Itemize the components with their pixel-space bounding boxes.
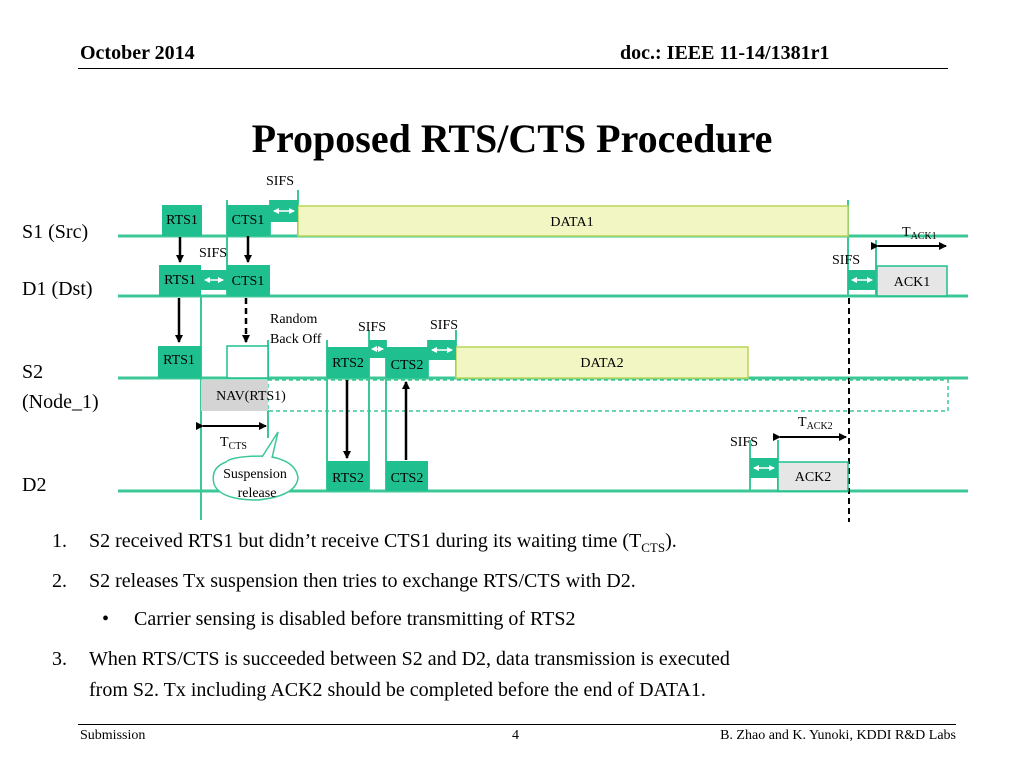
list-item-2-number: 2. [52,570,67,592]
s2-rts1-label: RTS1 [163,353,195,368]
data1-frame [297,205,849,237]
footer-submission: Submission [80,728,146,743]
node-label-s2-sub: (Node_1) [22,391,99,413]
sifs-label-s1: SIFS [266,174,294,189]
list-item-2-text: S2 releases Tx suspension then tries to … [89,570,636,592]
ack2-label: ACK2 [795,470,832,485]
node-label-d1: D1 (Dst) [22,278,93,300]
list-item-3-text-line1: When RTS/CTS is succeeded between S2 and… [89,648,730,670]
d1-cts1-frame [227,265,270,296]
sifs-label-rts2: SIFS [358,320,386,335]
suspension-release-callout-tail [261,431,279,459]
ack2-frame [777,461,849,492]
t-cts-label: TCTS [220,435,247,452]
node-label-s2: S2 [22,361,44,383]
s2-rts2-label: RTS2 [332,356,364,371]
sifs-label-ack1: SIFS [832,253,860,268]
footer-authors: B. Zhao and K. Yunoki, KDDI R&D Labs [720,728,956,743]
node-label-s1: S1 (Src) [22,221,89,243]
footer-page-number: 4 [512,728,519,743]
s2-missed-cts1-frame [226,345,269,379]
random-backoff-label-1: Random [270,312,318,327]
data1-label: DATA1 [550,215,593,230]
s1-rts1-frame [162,205,202,236]
list-item-1-number: 1. [52,530,67,552]
s1-rts1-label: RTS1 [166,213,198,228]
header-rule [78,68,948,69]
sifs-label-ack2: SIFS [730,435,758,450]
t-ack1-label: TACK1 [902,225,937,242]
node-label-d2: D2 [22,474,47,496]
s2-cts2-frame [386,347,428,378]
data2-frame [455,346,749,379]
random-backoff-label-2: Back Off [270,332,322,347]
s2-rts2-frame [327,347,369,378]
suspension-release-callout [212,455,299,501]
header-doc-id: doc.: IEEE 11-14/1381r1 [620,42,830,64]
d2-cts2-frame [386,461,428,491]
slide-title: Proposed RTS/CTS Procedure [251,116,773,161]
nav-label: NAV(RTS1) [216,389,286,404]
d2-rts2-label: RTS2 [332,471,364,486]
suspension-label-2: release [238,486,277,501]
d1-cts1-label: CTS1 [232,274,265,289]
d1-rts1-frame [159,265,201,296]
data2-label: DATA2 [580,356,623,371]
d1-rts1-label: RTS1 [164,273,196,288]
footer-rule [78,724,956,725]
nav-extension-dashed [267,379,949,412]
bullet-glyph: • [102,608,110,630]
sifs-label-d1: SIFS [199,246,227,261]
d2-rts2-frame [327,461,369,491]
nav-frame [201,380,268,411]
header-date: October 2014 [80,42,195,64]
sifs-label-cts2: SIFS [430,318,458,333]
t-ack2-label: TACK2 [798,415,833,432]
list-subitem-text: Carrier sensing is disabled before trans… [134,608,576,630]
s2-cts2-label: CTS2 [391,358,424,373]
d2-cts2-label: CTS2 [391,471,424,486]
suspension-label-1: Suspension [223,467,287,482]
ack1-frame [876,265,948,297]
ack1-label: ACK1 [894,275,931,290]
list-item-3-text-line2: from S2. Tx including ACK2 should be com… [89,679,706,701]
s2-rts1-frame [158,346,201,378]
s1-cts1-frame [227,205,270,236]
s1-cts1-label: CTS1 [232,213,265,228]
list-item-1-text: S2 received RTS1 but didn’t receive CTS1… [89,530,677,555]
list-item-3-number: 3. [52,648,67,670]
